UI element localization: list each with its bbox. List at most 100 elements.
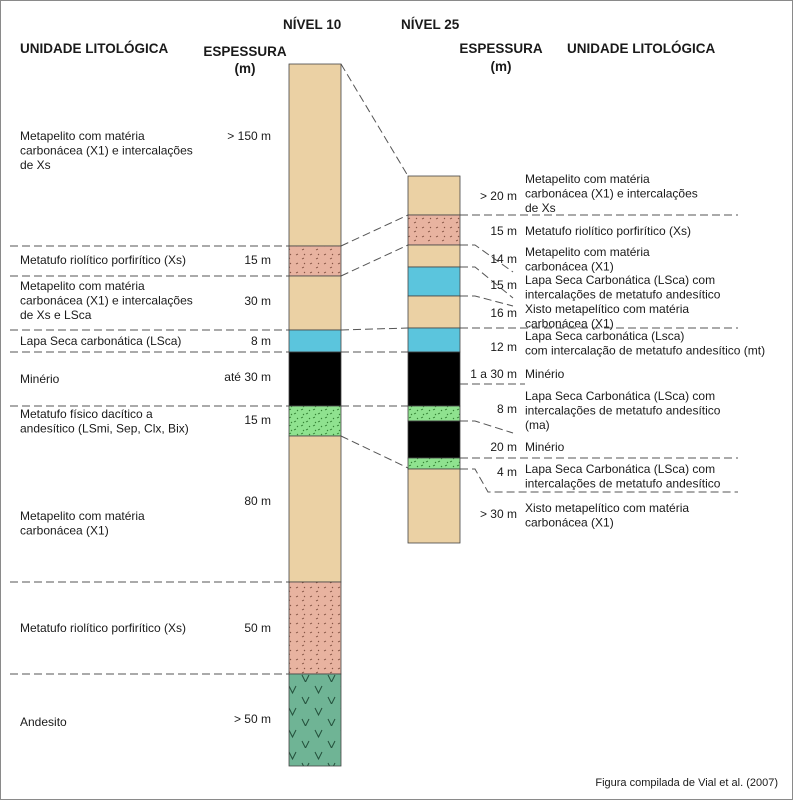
unit-label: Metapelito com matéria <box>525 172 650 186</box>
header-nivel-10: NÍVEL 10 <box>283 17 341 32</box>
unit-label: Lapa Seca carbonática (Lsca) <box>525 329 684 343</box>
thickness-label: 4 m <box>497 465 517 479</box>
leader-right <box>460 244 514 273</box>
thickness-label: 15 m <box>490 278 517 292</box>
thickness-label: 15 m <box>490 224 517 238</box>
figure-credit: Figura compilada de Vial et al. (2007) <box>595 777 778 789</box>
thickness-label: > 50 m <box>234 712 271 726</box>
column-nivel-25 <box>407 175 461 544</box>
unit-label: Lapa Seca Carbonática (LSca) com <box>525 273 715 287</box>
correlation-lines <box>10 63 738 675</box>
unit-label: Metapelito com matéria <box>20 279 145 293</box>
leader-right <box>460 295 514 307</box>
layer-metatufo-verde <box>407 405 461 422</box>
layer-lapa-seca <box>288 329 342 353</box>
layer-metapelito <box>407 175 461 216</box>
thickness-label: 16 m <box>490 306 517 320</box>
unit-label: (ma) <box>525 418 550 432</box>
unit-label: Metatufo riolítico porfirítico (Xs) <box>20 253 186 267</box>
unit-label: carbonácea (X1) e intercalações <box>20 294 193 308</box>
thickness-label: 14 m <box>490 252 517 266</box>
unit-label: Minério <box>20 372 60 386</box>
unit-label: com intercalação de metatufo andesítico … <box>525 344 765 358</box>
unit-label: de Xs <box>525 201 556 215</box>
leader-right <box>460 420 514 434</box>
unit-label: carbonácea (X1) <box>525 516 614 530</box>
layer-metapelito <box>407 295 461 329</box>
unit-label: Metatufo riolítico porfirítico (Xs) <box>20 621 186 635</box>
unit-label: intercalações de metatufo andesítico <box>525 404 721 418</box>
layer-andesito <box>288 673 342 767</box>
thickness-label: 12 m <box>490 340 517 354</box>
unit-label: Metapelito com matéria <box>525 245 650 259</box>
thickness-label: 80 m <box>244 494 271 508</box>
thickness-label: até 30 m <box>224 370 271 384</box>
header-espessura-left-unit: (m) <box>235 61 256 76</box>
unit-label: carbonácea (X1) e intercalações <box>525 187 698 201</box>
correlation-line <box>340 327 409 331</box>
column-nivel-10 <box>288 63 342 767</box>
unit-label: Xisto metapelítico com matéria <box>525 501 689 515</box>
header-espessura-right-unit: (m) <box>491 59 512 74</box>
thickness-label: 8 m <box>497 402 517 416</box>
layer-metatufo-riolitico <box>288 245 342 277</box>
header-espessura-left: ESPESSURA <box>203 44 287 59</box>
correlation-line-top <box>340 63 409 177</box>
layer-metapelito <box>288 63 342 247</box>
unit-label: de Xs <box>20 158 51 172</box>
unit-label: Metatufo riolítico porfirítico (Xs) <box>525 224 691 238</box>
layer-minerio <box>407 420 461 459</box>
thickness-label: 50 m <box>244 621 271 635</box>
thickness-label: > 20 m <box>480 189 517 203</box>
unit-label: andesítico (LSmi, Sep, Clx, Bix) <box>20 422 189 436</box>
unit-label: carbonácea (X1) <box>525 260 614 274</box>
layer-lapa-seca <box>407 327 461 353</box>
leader-right <box>460 266 514 299</box>
unit-label: carbonácea (X1) e intercalações <box>20 144 193 158</box>
unit-label: Lapa Seca carbonática (LSca) <box>20 334 181 348</box>
layer-lapa-seca <box>407 266 461 297</box>
thickness-label: 20 m <box>490 440 517 454</box>
header-unidade-litologica-left: UNIDADE LITOLÓGICA <box>20 41 169 56</box>
layer-minerio <box>407 351 461 407</box>
unit-label: Minério <box>525 367 565 381</box>
header-nivel-25: NÍVEL 25 <box>401 17 460 32</box>
unit-label: Minério <box>525 440 565 454</box>
layer-metatufo-riolitico <box>407 214 461 246</box>
layer-metapelito <box>288 435 342 583</box>
layer-metapelito <box>288 275 342 331</box>
layer-metapelito <box>407 468 461 544</box>
thickness-label: 15 m <box>244 253 271 267</box>
thickness-label: 1 a 30 m <box>470 367 517 381</box>
layer-minerio <box>288 351 342 407</box>
header-espessura-right: ESPESSURA <box>459 41 543 56</box>
unit-label: Lapa Seca Carbonática (LSca) com <box>525 462 715 476</box>
unit-label: Metapelito com matéria <box>20 129 145 143</box>
layer-metatufo-riolitico <box>288 581 342 675</box>
layer-metatufo-verde <box>407 457 461 470</box>
thickness-label: > 30 m <box>480 507 517 521</box>
correlation-line <box>340 244 409 277</box>
unit-label: Lapa Seca Carbonática (LSca) com <box>525 389 715 403</box>
thickness-label: 15 m <box>244 413 271 427</box>
unit-label: Metapelito com matéria <box>20 509 145 523</box>
thickness-label: > 150 m <box>227 129 271 143</box>
thickness-label: 8 m <box>251 334 271 348</box>
unit-label: de Xs e LSca <box>20 308 92 322</box>
thickness-label: 30 m <box>244 294 271 308</box>
unit-label: carbonácea (X1) <box>525 317 614 331</box>
unit-label: Xisto metapelítico com matéria <box>525 302 689 316</box>
correlation-line <box>340 435 409 469</box>
correlation-line <box>340 214 409 247</box>
unit-label: intercalações de metatufo andesítico <box>525 477 721 491</box>
unit-label: Metatufo físico dacítico a <box>20 407 153 421</box>
layer-metapelito <box>407 244 461 268</box>
header-unidade-litologica-right: UNIDADE LITOLÓGICA <box>567 41 716 56</box>
layer-metatufo-verde <box>288 405 342 437</box>
unit-label: intercalações de metatufo andesítico <box>525 288 721 302</box>
leader-right <box>460 468 738 493</box>
unit-label: carbonácea (X1) <box>20 524 109 538</box>
